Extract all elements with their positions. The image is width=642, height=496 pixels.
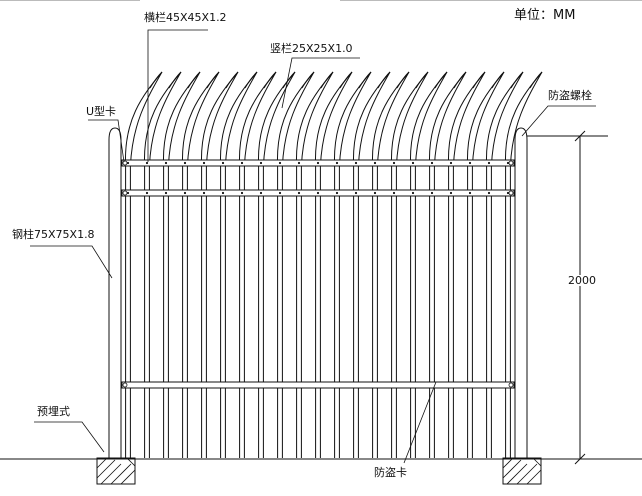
anti-theft-bolt bbox=[508, 382, 514, 388]
rail-rivet bbox=[278, 191, 282, 195]
rail-rivet bbox=[221, 191, 225, 195]
spike-tip bbox=[396, 71, 410, 89]
rail-rivet bbox=[221, 161, 225, 165]
rail-rivet bbox=[392, 191, 396, 195]
curved-spike-tops bbox=[125, 71, 543, 167]
rail-rivet bbox=[183, 161, 187, 165]
rail-rivet bbox=[449, 161, 453, 165]
spike-tip bbox=[472, 71, 486, 89]
rail-rivet bbox=[335, 191, 339, 195]
rail-rivet bbox=[354, 161, 358, 165]
spike-tip bbox=[529, 71, 543, 89]
left-steel-post bbox=[108, 127, 122, 461]
rail-rivet bbox=[259, 191, 263, 195]
bottom-rail bbox=[121, 381, 515, 389]
anti-theft-bolt bbox=[122, 190, 128, 196]
spike-tip bbox=[187, 71, 201, 89]
spike-tip bbox=[244, 71, 258, 89]
u-clip-leader bbox=[88, 119, 125, 163]
spike-tip bbox=[168, 71, 182, 89]
rail-rivet bbox=[316, 191, 320, 195]
anti-theft-clip-label: 防盗卡 bbox=[374, 466, 407, 479]
spike-tip bbox=[206, 71, 220, 89]
rail-rivet bbox=[506, 191, 510, 195]
embedded-foundations bbox=[96, 457, 542, 485]
spike-tip bbox=[225, 71, 239, 89]
anti-theft-bolt bbox=[122, 382, 128, 388]
embedded-leader bbox=[34, 421, 105, 453]
spike-tip bbox=[491, 71, 505, 89]
post-leader bbox=[30, 245, 113, 279]
rail-rivet bbox=[145, 161, 149, 165]
anti-theft-bolts bbox=[122, 160, 514, 388]
rail-rivet bbox=[259, 161, 263, 165]
anti-theft-bolt bbox=[508, 190, 514, 196]
rail-rivet bbox=[202, 161, 206, 165]
rail-rivet bbox=[487, 191, 491, 195]
u-clip-label: U型卡 bbox=[86, 105, 117, 118]
left-foundation bbox=[96, 457, 136, 485]
rail-rivet bbox=[202, 191, 206, 195]
unit-label: 单位：MM bbox=[514, 8, 576, 23]
spike-tip bbox=[434, 71, 448, 89]
right-steel-post bbox=[514, 127, 528, 461]
rail-rivet bbox=[164, 161, 168, 165]
spike-tip bbox=[377, 71, 391, 89]
spike-tip bbox=[339, 71, 353, 89]
steel-posts bbox=[108, 127, 528, 461]
spike-tip bbox=[510, 71, 524, 89]
rail-rivet bbox=[316, 161, 320, 165]
picket-leader bbox=[281, 57, 360, 109]
rail-rivet bbox=[487, 161, 491, 165]
anti-theft-bolt-label: 防盗螺栓 bbox=[548, 89, 592, 102]
rail-rivet bbox=[240, 191, 244, 195]
rail-rivet bbox=[240, 161, 244, 165]
spike-tip bbox=[282, 71, 296, 89]
rail-rivet bbox=[506, 161, 510, 165]
rail-rivet bbox=[468, 191, 472, 195]
rail-rivet bbox=[411, 161, 415, 165]
rail-rivet bbox=[297, 191, 301, 195]
spike-tip bbox=[358, 71, 372, 89]
bolt-leader bbox=[521, 105, 596, 137]
rail-leader bbox=[147, 29, 208, 162]
horizontal-rails bbox=[121, 159, 515, 389]
rail-rivet bbox=[449, 191, 453, 195]
rail-rivet bbox=[373, 161, 377, 165]
height-dimension-value: 2000 bbox=[567, 274, 597, 287]
rail-rivet bbox=[126, 191, 130, 195]
vertical-pickets bbox=[125, 166, 511, 458]
spike-tip bbox=[301, 71, 315, 89]
spike-tip bbox=[453, 71, 467, 89]
rail-rivet bbox=[297, 161, 301, 165]
steel-post-spec-label: 钢柱75X75X1.8 bbox=[12, 228, 95, 241]
foundation-hatching bbox=[96, 457, 542, 485]
leader-lines bbox=[30, 29, 596, 464]
spike-tip bbox=[149, 71, 163, 89]
embedded-label: 预埋式 bbox=[37, 405, 70, 418]
right-foundation bbox=[502, 457, 542, 485]
clip-leader bbox=[403, 381, 437, 464]
rail-rivet bbox=[468, 161, 472, 165]
rail-rivet bbox=[183, 191, 187, 195]
spike-tip bbox=[415, 71, 429, 89]
rail-rivet bbox=[335, 161, 339, 165]
rail-rivet bbox=[392, 161, 396, 165]
rail-rivet bbox=[411, 191, 415, 195]
rail-rivet bbox=[354, 191, 358, 195]
rail-spec-label: 横栏45X45X1.2 bbox=[144, 11, 227, 24]
anti-theft-bolt bbox=[508, 160, 514, 166]
rail-rivet bbox=[164, 191, 168, 195]
rail-rivet bbox=[145, 191, 149, 195]
spike-tip bbox=[320, 71, 334, 89]
spike-tip bbox=[263, 71, 277, 89]
rail-rivet bbox=[373, 191, 377, 195]
height-dimension-line bbox=[527, 130, 608, 465]
rail-rivet bbox=[430, 161, 434, 165]
picket-spec-label: 竖栏25X25X1.0 bbox=[270, 42, 353, 55]
rail-rivet bbox=[430, 191, 434, 195]
rail-rivet bbox=[126, 161, 130, 165]
rail-rivet bbox=[278, 161, 282, 165]
